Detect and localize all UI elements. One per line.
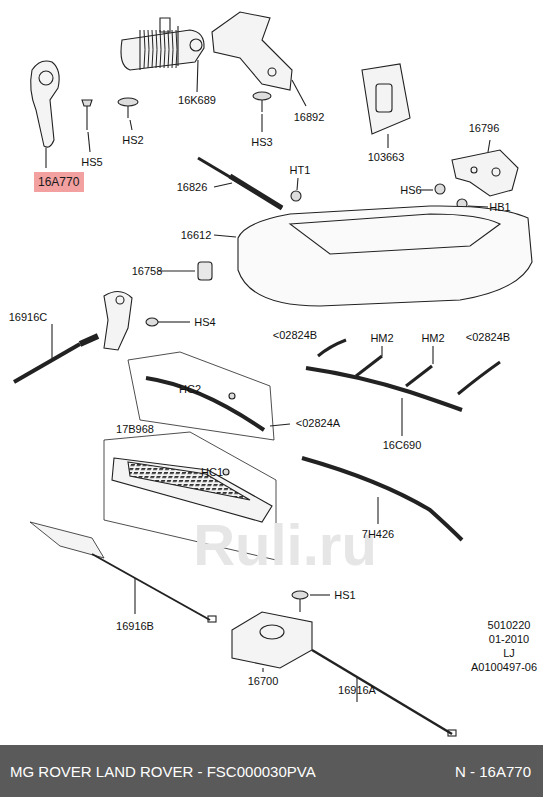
callout-number: 103663 — [368, 152, 405, 163]
callout-number: HS3 — [251, 137, 272, 148]
callout-number: 5010220 — [488, 620, 531, 631]
callout-number: 16612 — [181, 230, 212, 241]
part-number: 16A770 — [38, 175, 79, 189]
callout-number: 16796 — [469, 123, 500, 134]
callout-number: 16K689 — [178, 95, 216, 106]
callout-number: 16826 — [177, 182, 208, 193]
footer-text: N - 16A770 — [455, 763, 531, 780]
callout-number: HS1 — [334, 590, 355, 601]
footer-text: MG ROVER LAND ROVER - FSC000030PVA — [10, 763, 316, 780]
callout-number: LJ — [503, 648, 515, 659]
callout-number: HM2 — [370, 333, 393, 344]
callout-number: <02824B — [273, 330, 317, 341]
callout-number: HC1 — [201, 467, 223, 478]
callout-number: A0100497-06 — [471, 662, 537, 673]
callout-number: 16700 — [248, 676, 279, 687]
spring-coil — [144, 30, 177, 68]
callout-number: 01-2010 — [489, 634, 529, 645]
callout-number: <02824A — [296, 418, 340, 429]
callout-number: 7H426 — [362, 529, 394, 540]
callout-number: 16916A — [338, 685, 376, 696]
callout-number: HS5 — [81, 157, 102, 168]
callout-number: 16758 — [132, 266, 163, 277]
callout-number: HS6 — [400, 185, 421, 196]
callout-number: HB1 — [489, 202, 510, 213]
callout-number: 16916C — [9, 312, 48, 323]
callout-number: HS2 — [122, 135, 143, 146]
callout-number: 16C690 — [383, 440, 422, 451]
watermark: Ruli.ru — [193, 516, 377, 574]
callout-number: 16892 — [294, 112, 325, 123]
footer-band: MG ROVER LAND ROVER - FSC000030PVA N - 16… — [0, 745, 543, 797]
callout-number: HT1 — [290, 165, 311, 176]
callout-number: 17B968 — [116, 424, 154, 435]
callout-number: 16916B — [116, 621, 154, 632]
callout-number: <02824B — [466, 332, 510, 343]
callout-number: HM2 — [421, 333, 444, 344]
callout-number: HC2 — [179, 384, 201, 395]
part-number-highlight: 16A770 — [34, 172, 84, 192]
callout-number: HS4 — [194, 317, 215, 328]
